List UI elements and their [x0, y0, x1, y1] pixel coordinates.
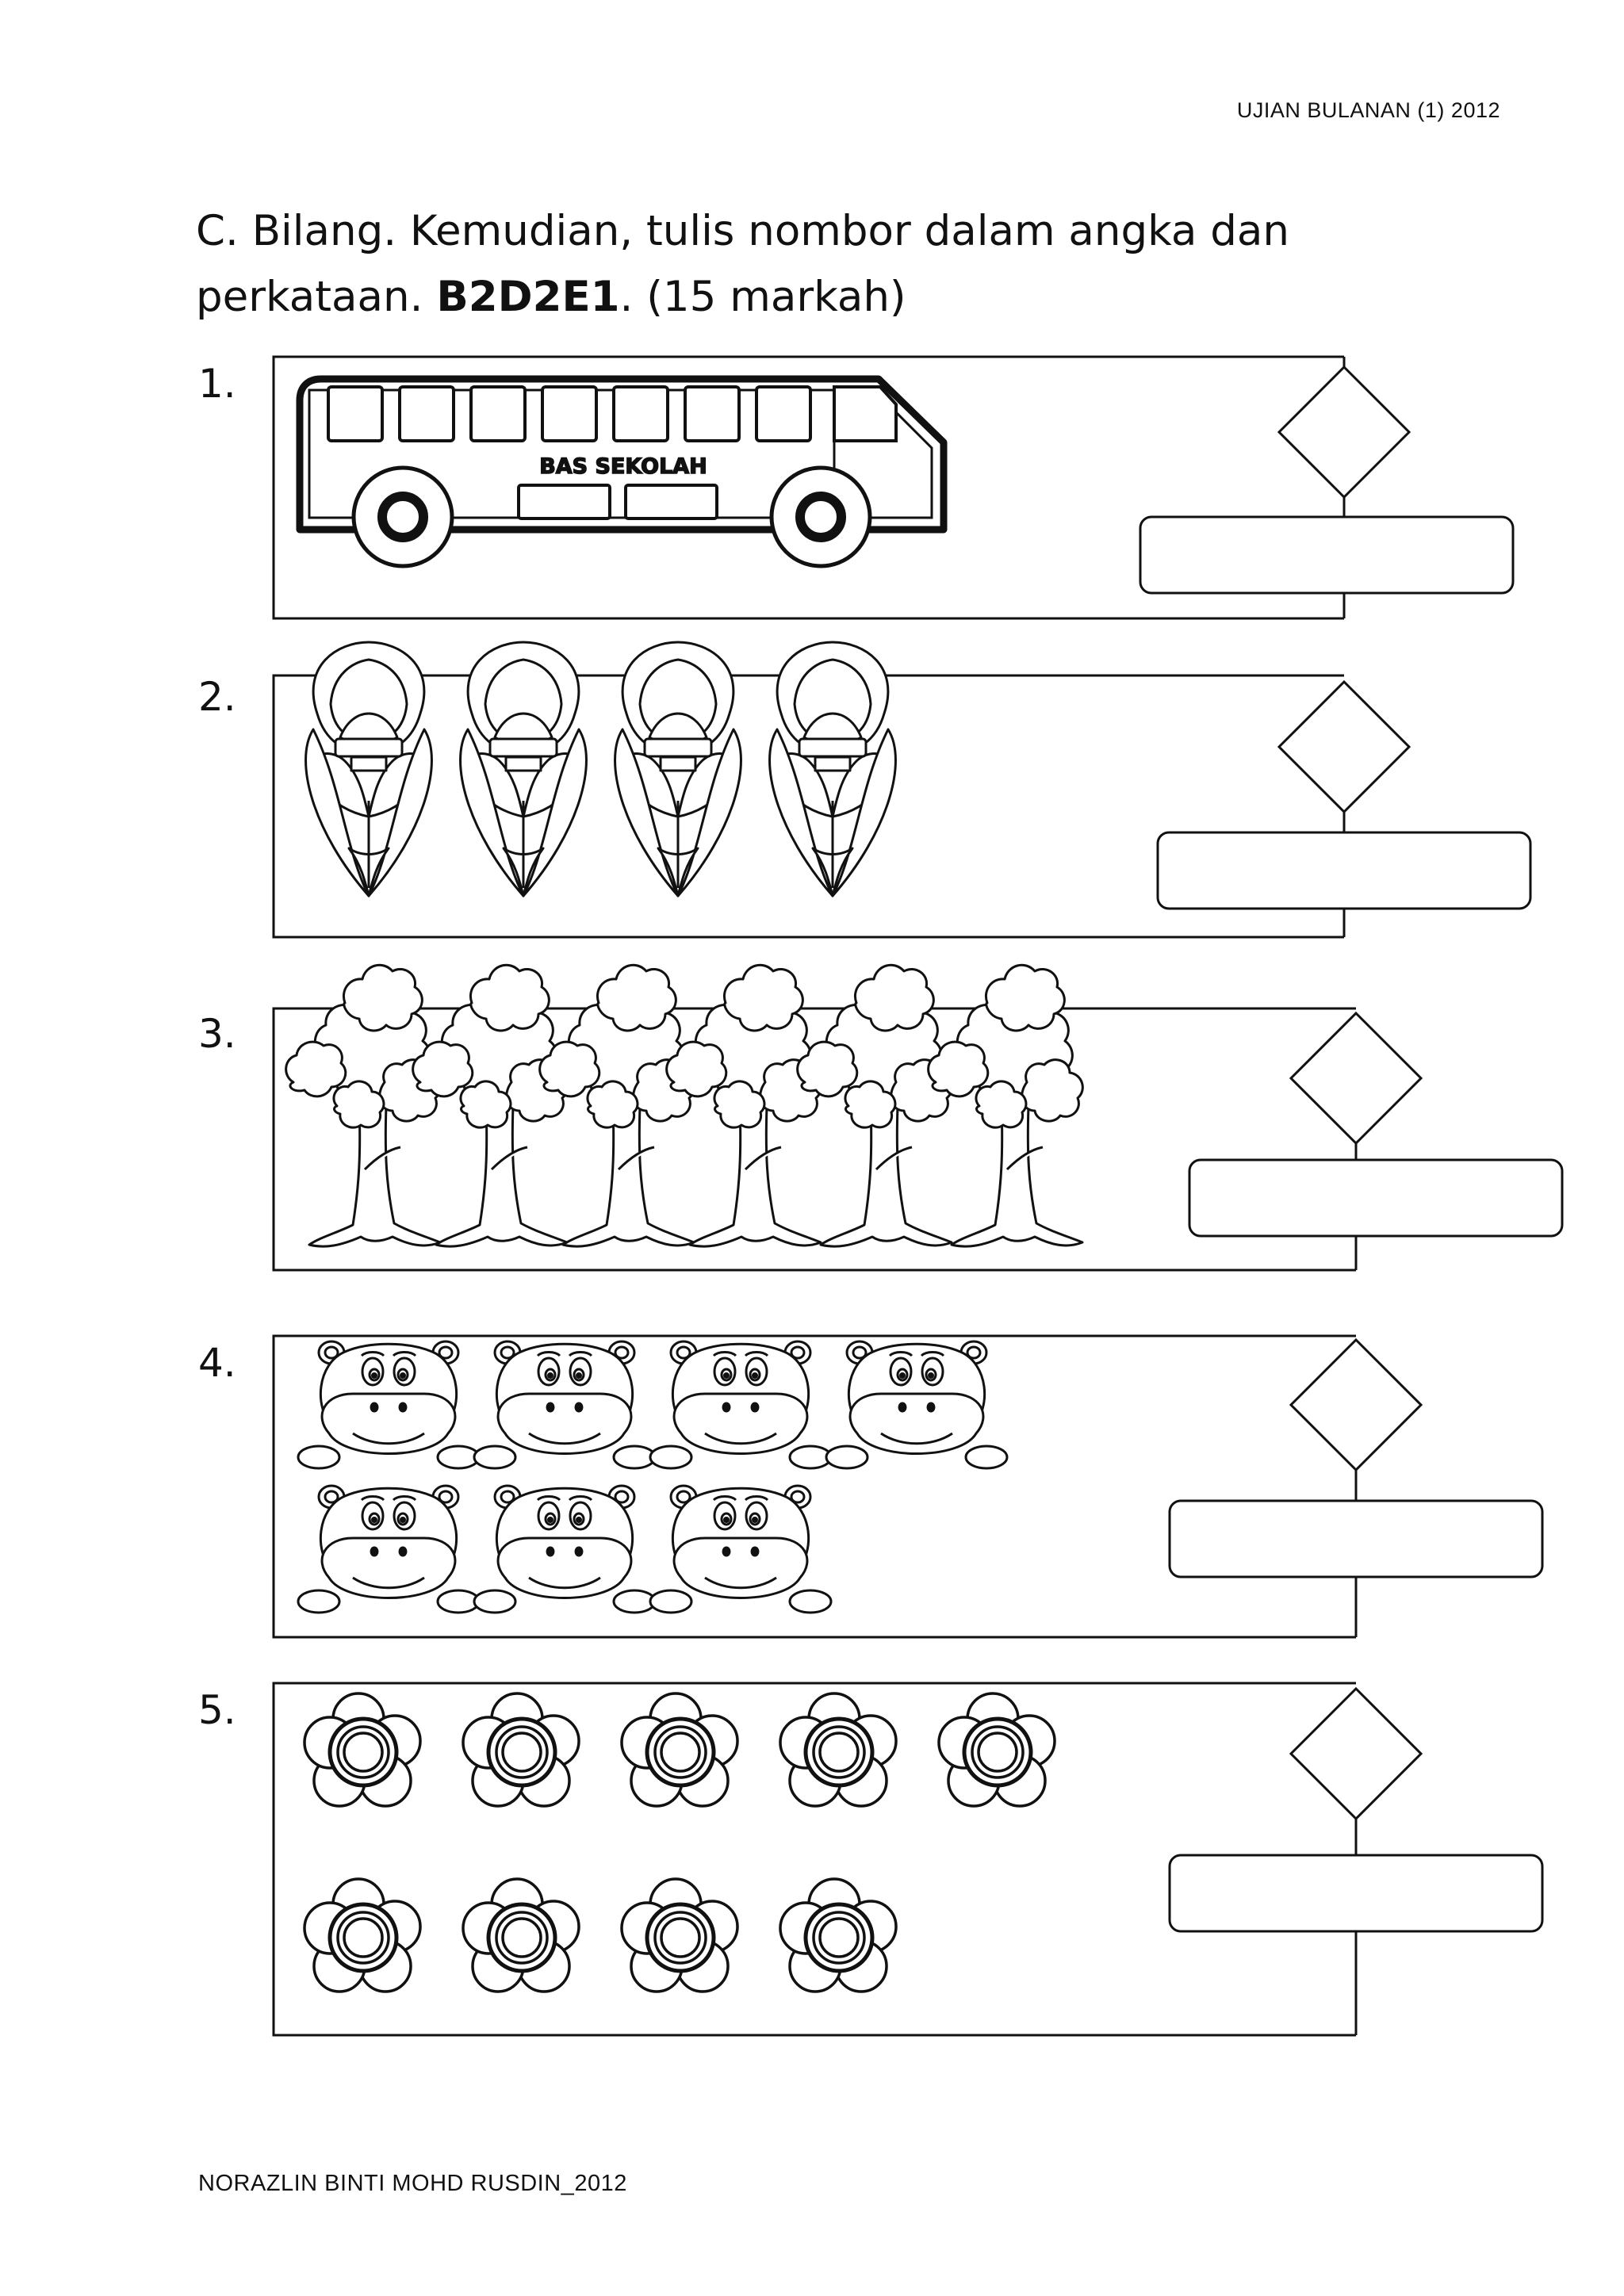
- hippo-icon: [473, 1484, 657, 1614]
- tulip-icon: [459, 641, 588, 897]
- flower-icon: [622, 1693, 737, 1806]
- hippo-icon: [649, 1340, 833, 1470]
- school-bus-picture: BAS SEKOLAH: [296, 375, 948, 568]
- tulip-picture: [304, 641, 897, 897]
- flower-icon: [780, 1879, 896, 1992]
- question-number-5: 5.: [198, 1687, 236, 1733]
- instruction-text: C. Bilang. Kemudian, tulis nombor dalam …: [196, 198, 1385, 330]
- flower-icon: [780, 1693, 896, 1806]
- digit-answer-diamond-3[interactable]: [1289, 1012, 1423, 1145]
- bus-label: BAS SEKOLAH: [539, 454, 707, 479]
- tree-picture: [285, 963, 1084, 1248]
- digit-answer-diamond-4[interactable]: [1289, 1338, 1423, 1471]
- flower-icon: [463, 1693, 579, 1806]
- question-4-box: [272, 1334, 1544, 1639]
- word-answer-box-1[interactable]: [1139, 515, 1515, 595]
- tulip-icon: [768, 641, 897, 897]
- tulip-icon: [614, 641, 742, 897]
- flower-picture: [304, 1693, 1055, 1992]
- hippo-picture: [297, 1340, 1009, 1614]
- digit-answer-diamond-2[interactable]: [1277, 680, 1411, 813]
- hippo-icon: [825, 1340, 1009, 1470]
- hippo-icon: [649, 1484, 833, 1614]
- hippo-icon: [297, 1484, 481, 1614]
- question-3-box: [272, 963, 1564, 1272]
- question-number-4: 4.: [198, 1340, 236, 1386]
- flower-icon: [622, 1879, 737, 1992]
- tulip-icon: [304, 641, 433, 897]
- tree-icon: [796, 963, 953, 1248]
- hippo-icon: [473, 1340, 657, 1470]
- word-answer-box-2[interactable]: [1156, 831, 1532, 910]
- question-number-1: 1.: [198, 361, 236, 407]
- author-footer: NORAZLIN BINTI MOHD RUSDIN_2012: [198, 2171, 627, 2196]
- flower-icon: [939, 1693, 1055, 1806]
- hippo-icon: [297, 1340, 481, 1470]
- flower-icon: [304, 1693, 420, 1806]
- word-answer-box-4[interactable]: [1168, 1499, 1544, 1578]
- digit-answer-diamond-1[interactable]: [1277, 365, 1411, 499]
- tree-icon: [285, 963, 442, 1248]
- digit-answer-diamond-5[interactable]: [1289, 1687, 1423, 1820]
- question-5-box: [272, 1682, 1544, 2037]
- question-1-box: BAS SEKOLAH: [272, 355, 1515, 620]
- flower-icon: [304, 1879, 420, 1992]
- question-number-2: 2.: [198, 674, 236, 720]
- instruction-line-1: C. Bilang. Kemudian, tulis nombor dalam …: [196, 207, 1289, 255]
- exam-header: UJIAN BULANAN (1) 2012: [1236, 98, 1500, 122]
- question-2-box: [272, 641, 1532, 939]
- flower-icon: [463, 1879, 579, 1992]
- tree-icon: [927, 963, 1084, 1248]
- instruction-line-2: perkataan. B2D2E1. (15 markah): [196, 273, 906, 321]
- word-answer-box-3[interactable]: [1188, 1158, 1564, 1238]
- word-answer-box-5[interactable]: [1168, 1854, 1544, 1933]
- question-number-3: 3.: [198, 1011, 236, 1057]
- skill-code: B2D2E1: [436, 273, 620, 321]
